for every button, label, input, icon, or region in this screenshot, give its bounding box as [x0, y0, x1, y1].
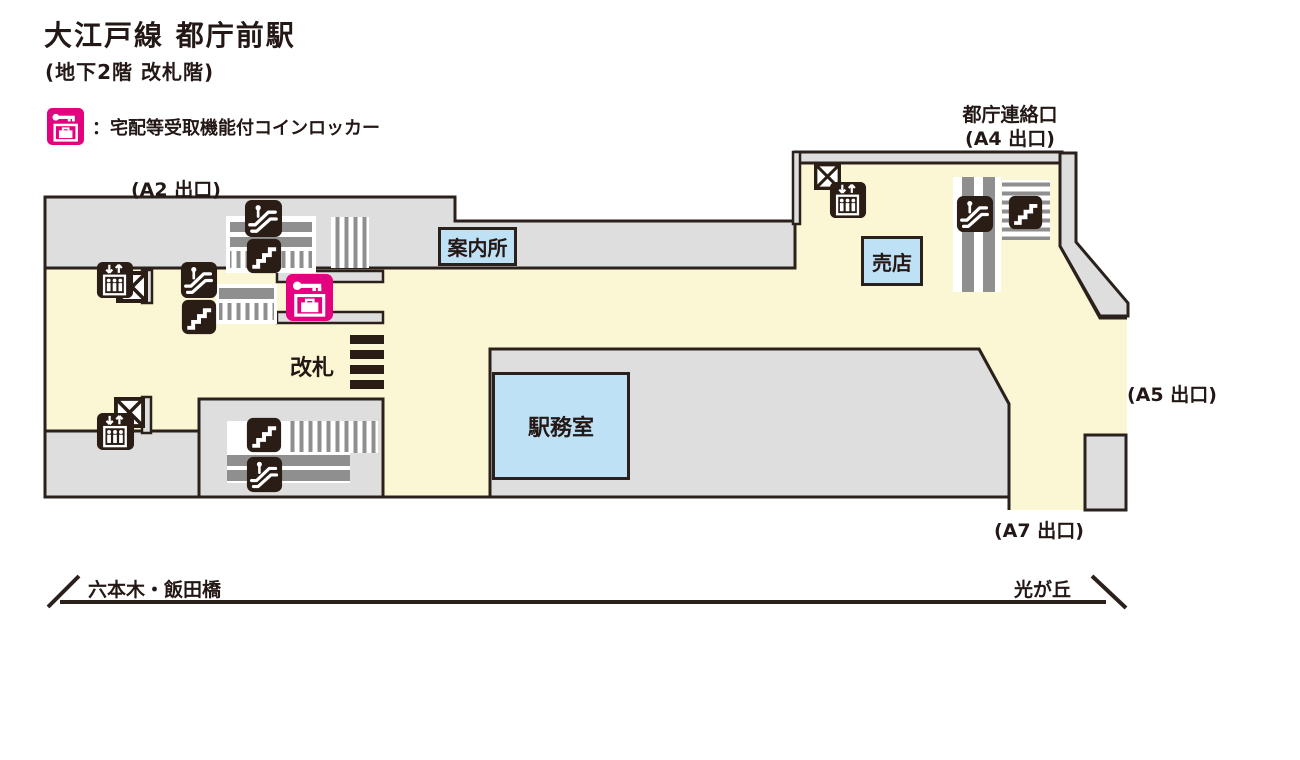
stairs-icon — [1008, 195, 1043, 230]
elevator-icon — [829, 181, 867, 219]
locker-icon — [286, 274, 333, 321]
stairs-icon — [246, 238, 282, 274]
elevator-icon — [96, 261, 134, 299]
track-destination-left: 六本木・飯田橋 — [88, 579, 222, 601]
escalator-icon — [956, 195, 994, 233]
legend-label: ：宅配等受取機能付コインロッカー — [92, 117, 380, 139]
a4-left-wall — [791, 150, 802, 226]
exit-label-a5: (A5 出口) — [1127, 384, 1217, 406]
stairs-icon — [181, 299, 217, 335]
track-line — [46, 574, 1128, 610]
information-desk-box: 案内所 — [438, 227, 517, 266]
floor-label: (地下2階 改札階) — [45, 60, 215, 84]
kiosk-box: 売店 — [861, 236, 923, 286]
exit-label-a4-title: 都庁連絡口 — [962, 104, 1058, 126]
ticket-gates — [350, 335, 384, 389]
a5-upper-wall — [1058, 151, 1130, 318]
a4-top-wall — [793, 150, 1064, 165]
legend: ：宅配等受取機能付コインロッカー — [47, 108, 380, 145]
stairs-icon — [246, 417, 282, 453]
exit-label-a7: (A7 出口) — [994, 520, 1084, 542]
escalator-icon — [246, 456, 283, 493]
exit-label-a2: (A2 出口) — [131, 179, 221, 201]
station-office-box: 駅務室 — [492, 372, 630, 480]
gate-label: 改札 — [290, 356, 335, 381]
exit-label-a4: (A4 出口) — [965, 128, 1055, 150]
track-destination-right: 光が丘 — [1014, 579, 1072, 601]
escalator-icon — [180, 261, 218, 299]
elevator-icon — [96, 412, 135, 451]
locker-icon — [47, 108, 84, 145]
escalator-icon — [244, 199, 283, 238]
top-corridor — [43, 195, 797, 270]
a5-lower-wall — [1083, 433, 1128, 512]
page-title: 大江戸線 都庁前駅 — [44, 19, 296, 52]
